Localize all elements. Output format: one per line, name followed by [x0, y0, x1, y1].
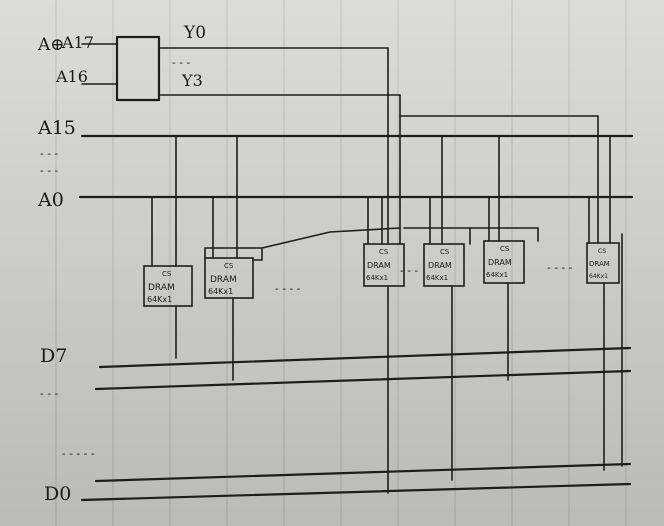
data-bus-high-label: D7	[40, 345, 67, 367]
address-bus-low-label: A0	[37, 189, 64, 211]
data-line-d1	[94, 462, 632, 483]
chip-size-label: 64Kx1	[426, 274, 448, 282]
decoder-input-a16-label: A16	[55, 67, 88, 86]
data-bus-low-label: D0	[44, 483, 71, 505]
chip-ellipsis-1: - - - -	[275, 282, 301, 295]
address-bus-high-label: A15	[37, 117, 76, 139]
dram-chip-3: CS DRAM 64Kx1	[363, 243, 405, 287]
dram-chip-2: CS DRAM 64Kx1	[204, 257, 254, 299]
chip-type-label: DRAM	[488, 258, 512, 267]
chip-type-label: DRAM	[367, 261, 391, 270]
data-line-d6	[94, 369, 632, 391]
decoder-block	[115, 35, 161, 102]
data-bus-ellipsis-1: - - -	[40, 387, 58, 400]
chip-cs-label: CS	[224, 262, 234, 270]
chip-ellipsis-2: - - -	[400, 264, 418, 277]
data-line-d0	[80, 482, 632, 502]
chip-type-label: DRAM	[428, 261, 452, 270]
chip-size-label: 64Kx1	[147, 295, 172, 304]
chip-cs-label: CS	[500, 245, 510, 253]
dram-chip-1: CS DRAM 64Kx1	[143, 265, 193, 307]
chip-type-label: DRAM	[589, 260, 610, 268]
dram-chip-6: CS DRAM 64Kx1	[586, 242, 620, 284]
chip-ellipsis-3: - - - -	[547, 261, 573, 274]
decoder-output-y0-label: Y0	[183, 23, 206, 43]
chip-cs-label: CS	[440, 248, 450, 256]
chip-cs-label: CS	[598, 248, 606, 255]
decoder-input-prefix: A⊕	[37, 35, 65, 55]
dram-chip-5: CS DRAM 64Kx1	[483, 240, 525, 284]
chip-cs-label: CS	[162, 270, 172, 278]
chip-size-label: 64Kx1	[366, 274, 388, 282]
chip-wiring	[151, 47, 623, 494]
decoder-input-a17-label: A17	[61, 33, 94, 52]
chip-size-label: 64Kx1	[208, 287, 233, 296]
chip-type-label: DRAM	[210, 275, 237, 285]
dram-chip-4: CS DRAM 64Kx1	[423, 243, 465, 287]
data-bus-ellipsis-2: - - - - -	[62, 447, 95, 460]
decoder-output-y3-label: Y3	[181, 71, 203, 90]
address-bus-ellipsis-1: - - -	[40, 147, 58, 160]
chip-size-label: 64Kx1	[486, 271, 508, 279]
data-line-d7	[98, 346, 632, 369]
chip-size-label: 64Kx1	[589, 273, 608, 280]
decoder-output-ellipsis: - - -	[172, 56, 190, 69]
chip-cs-label: CS	[379, 248, 389, 256]
address-bus-ellipsis-2: - - -	[40, 164, 58, 177]
chip-type-label: DRAM	[148, 283, 175, 293]
